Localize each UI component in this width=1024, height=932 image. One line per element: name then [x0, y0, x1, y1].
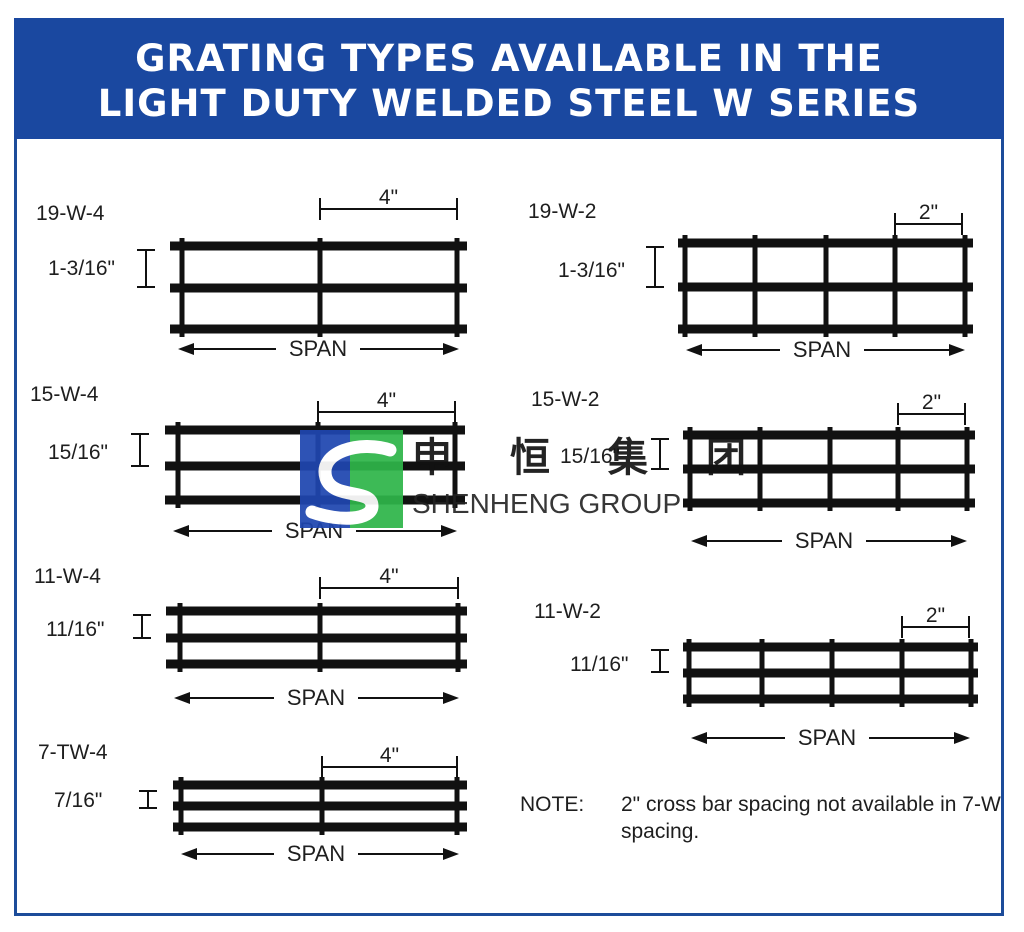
grating-7-tw-4: 7-TW-4 4" 7/16" SPAN: [38, 741, 467, 866]
spacing-label: 4": [380, 744, 399, 767]
watermark-english-text: SHENHENG GROUP: [412, 488, 682, 519]
title-line-1: GRATING TYPES AVAILABLE IN THE: [135, 37, 883, 80]
grating-type-label: 7-TW-4: [38, 741, 108, 764]
spacing-dimension: 4": [321, 744, 458, 778]
depth-label: 11/16": [46, 618, 104, 641]
spacing-label: 4": [379, 186, 398, 209]
grating-type-label: 11-W-2: [534, 600, 601, 623]
span-label: SPAN: [793, 337, 851, 362]
spacing-label: 2": [919, 201, 938, 224]
span-label: SPAN: [289, 336, 347, 361]
spacing-label: 4": [379, 565, 398, 588]
arrow-left-icon: [181, 848, 197, 860]
grating-11-w-4: 11-W-4 4" 11/16" SPAN: [34, 565, 467, 710]
arrow-right-icon: [951, 535, 967, 547]
arrow-right-icon: [443, 343, 459, 355]
logo-s-shape: [305, 440, 397, 525]
grating-15-w-2: 15-W-2 2" 15/16" SPAN: [531, 388, 975, 553]
grating-11-w-2: 11-W-2 2" 11/16" SPAN: [534, 600, 978, 750]
depth-dimension: 11/16": [570, 649, 669, 676]
arrow-left-icon: [691, 535, 707, 547]
title-line-2: LIGHT DUTY WELDED STEEL W SERIES: [97, 82, 921, 125]
arrow-left-icon: [173, 525, 189, 537]
arrow-left-icon: [174, 692, 190, 704]
title-banner: [14, 18, 1004, 139]
depth-dimension: 15/16": [48, 433, 149, 467]
depth-label: 15/16": [48, 441, 108, 464]
spacing-label: 4": [377, 389, 396, 412]
spacing-dimension: 2": [897, 391, 966, 425]
depth-dimension: 11/16": [46, 614, 151, 641]
depth-label: 11/16": [570, 653, 628, 676]
arrow-right-icon: [443, 692, 459, 704]
span-dimension: SPAN: [174, 685, 459, 710]
spacing-dimension: 4": [317, 389, 456, 423]
note-text: 2" cross bar spacing not available in 7-…: [621, 793, 1001, 843]
grating-type-label: 19-W-2: [528, 200, 596, 223]
spacing-dimension: 2": [901, 604, 970, 638]
span-label: SPAN: [795, 528, 853, 553]
depth-label: 1-3/16": [558, 259, 625, 282]
spacing-dimension: 4": [319, 186, 458, 220]
shenheng-logo-icon: [300, 430, 403, 528]
watermark-chinese-text: 申恒集团: [412, 435, 804, 481]
arrow-right-icon: [954, 732, 970, 744]
span-label: SPAN: [287, 841, 345, 866]
span-dimension: SPAN: [691, 725, 970, 750]
depth-dimension: 7/16": [54, 789, 157, 812]
depth-label: 15/16": [560, 445, 620, 468]
depth-dimension: 1-3/16": [558, 246, 664, 288]
grating-type-label: 19-W-4: [36, 202, 105, 225]
depth-dimension: 1-3/16": [48, 249, 155, 288]
arrow-right-icon: [443, 848, 459, 860]
grating-type-label: 15-W-4: [30, 383, 99, 406]
spacing-dimension: 4": [319, 565, 459, 599]
spacing-dimension: 2": [894, 201, 963, 235]
arrow-left-icon: [178, 343, 194, 355]
spacing-label: 2": [922, 391, 941, 414]
grating-type-label: 11-W-4: [34, 565, 101, 588]
grating-19-w-2: 19-W-2 2" 1-3/16" SPAN: [528, 200, 973, 362]
span-label: SPAN: [798, 725, 856, 750]
note-label: NOTE:: [520, 793, 585, 816]
span-label: SPAN: [287, 685, 345, 710]
arrow-left-icon: [686, 344, 702, 356]
depth-dimension: 15/16": [560, 438, 669, 470]
grating-19-w-4: 19-W-4 4" 1-3/16" SPAN: [36, 186, 467, 361]
arrow-right-icon: [441, 525, 457, 537]
span-dimension: SPAN: [691, 528, 967, 553]
arrow-left-icon: [691, 732, 707, 744]
span-dimension: SPAN: [178, 336, 459, 361]
span-dimension: SPAN: [686, 337, 965, 362]
spacing-label: 2": [926, 604, 945, 627]
grating-type-label: 15-W-2: [531, 388, 599, 411]
span-dimension: SPAN: [181, 841, 459, 866]
depth-label: 7/16": [54, 789, 102, 812]
arrow-right-icon: [949, 344, 965, 356]
depth-label: 1-3/16": [48, 257, 115, 280]
